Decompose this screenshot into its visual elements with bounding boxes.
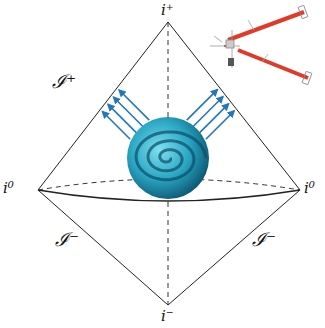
wave-arrow	[199, 104, 228, 133]
wave-arrow	[206, 111, 234, 139]
penrose-label: ℐ⁻	[252, 230, 276, 249]
interferometer-icon	[210, 5, 312, 84]
wave-arrow	[114, 97, 143, 126]
wave-arrow	[193, 97, 223, 127]
penrose-label: i⁰	[3, 181, 14, 196]
wave-arrow	[102, 112, 130, 140]
penrose-label: ℐ⁻	[55, 230, 79, 249]
penrose-label: i⁺	[161, 3, 174, 18]
spiral-wave	[136, 132, 206, 180]
source-sphere	[127, 117, 209, 199]
penrose-label: i⁻	[161, 309, 174, 324]
wave-arrow	[108, 104, 137, 133]
penrose-diamond	[38, 22, 300, 305]
spiral-line	[136, 132, 206, 180]
wave-arrow	[187, 90, 218, 121]
penrose-label: i⁰	[304, 181, 315, 196]
penrose-label: ℐ⁺	[52, 72, 76, 91]
wave-arrow	[119, 90, 149, 120]
